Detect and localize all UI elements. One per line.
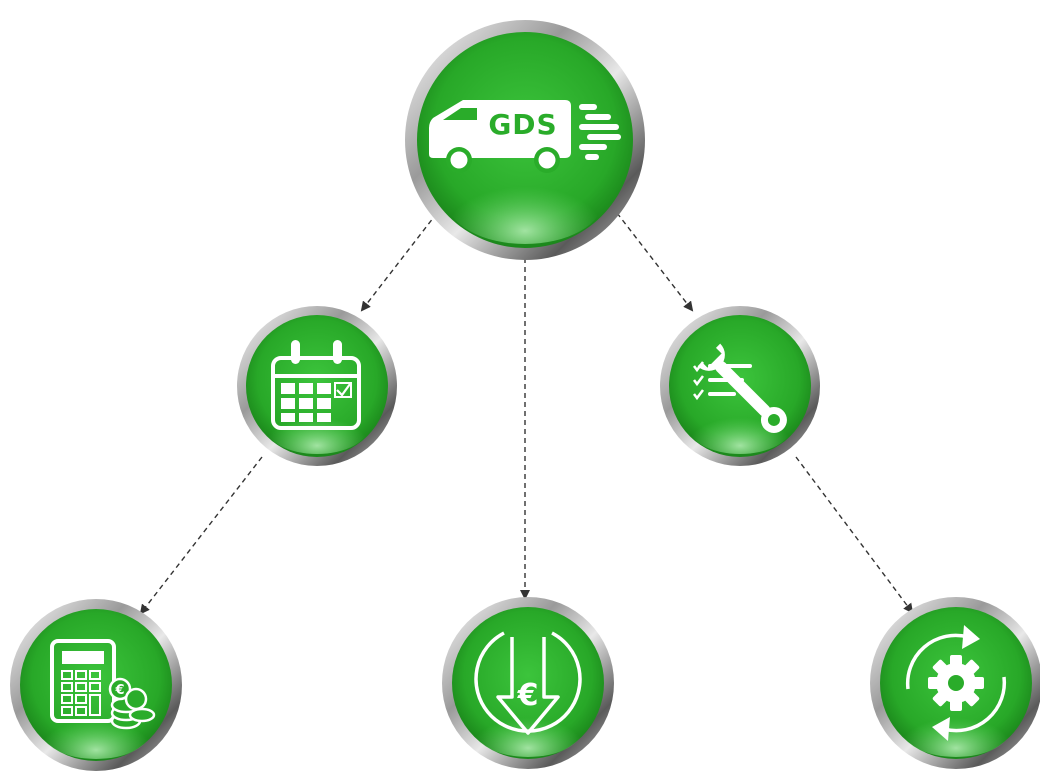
delivery-van-label: GDS: [488, 108, 557, 141]
wrench-checklist-icon: [693, 343, 787, 433]
calendar-check-icon: [334, 382, 352, 398]
node-budget: €: [10, 599, 182, 771]
calculator-coins-icon: €: [50, 639, 156, 730]
node-price: €: [442, 597, 614, 769]
gear-refresh-icon: [905, 625, 1007, 741]
edges: [139, 212, 914, 615]
node-planning: [237, 306, 397, 466]
euro-down-arrow-icon: [474, 631, 582, 735]
node-continuity: [870, 597, 1040, 769]
edge-delivery-planning: [360, 212, 438, 312]
calendar-icon: [271, 340, 361, 430]
calendar-grid: [281, 383, 331, 422]
node-delivery: GDS: [405, 20, 645, 260]
coin-euro-label: €: [114, 683, 124, 698]
edge-delivery-maintenance: [616, 212, 694, 312]
delivery-van-icon: [429, 100, 621, 173]
edge-planning-budget: [139, 456, 263, 615]
price-euro-label: €: [517, 678, 539, 713]
node-maintenance: [660, 306, 820, 466]
edge-maintenance-continuity: [795, 456, 914, 614]
